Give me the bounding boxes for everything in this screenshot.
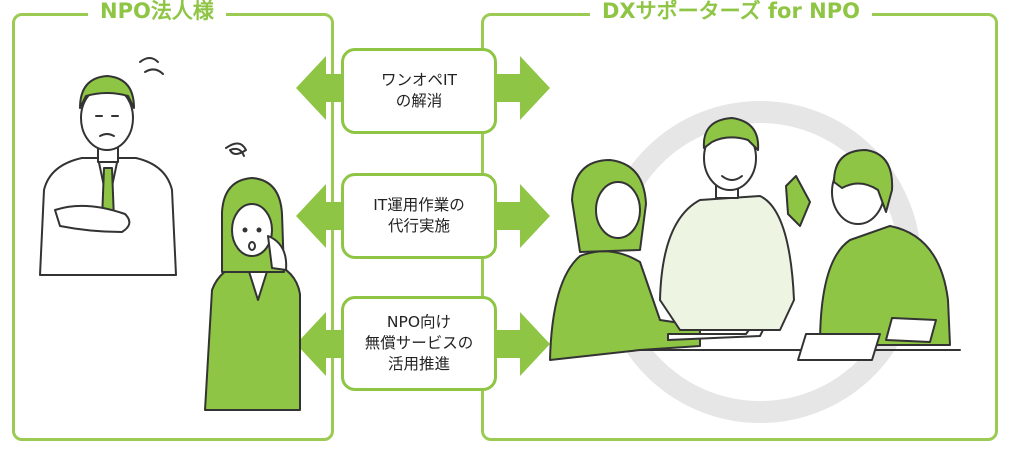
service-label-it-operations: IT運用作業の 代行実施 (341, 173, 497, 259)
service-label-one-person-it: ワンオペIT の解消 (341, 48, 497, 134)
stressed-man-icon (39, 57, 177, 276)
npo-panel-title: NPO法人様 (88, 0, 226, 24)
team-meeting-icon (549, 117, 961, 361)
service-label-free-services: NPO向け 無償サービスの 活用推進 (341, 296, 497, 391)
worried-woman-icon (204, 142, 301, 411)
supporters-panel-title: DXサポーターズ for NPO (590, 0, 872, 24)
